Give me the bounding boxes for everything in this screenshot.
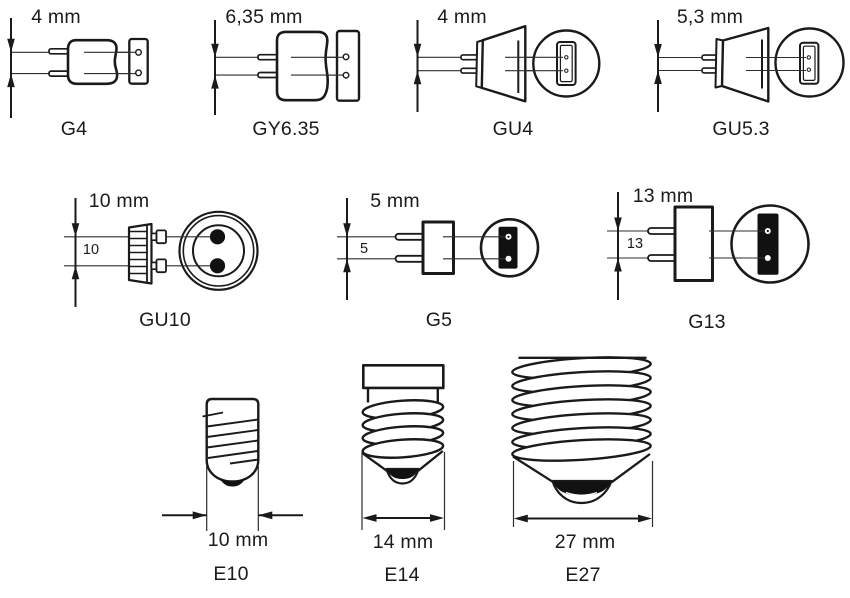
gu53-name-label: GU5.3 bbox=[712, 118, 770, 140]
e14-screw-thread bbox=[361, 438, 445, 459]
gy635-front-view bbox=[335, 29, 361, 102]
g4-base-body bbox=[66, 38, 119, 86]
gu4-dimension-arrows bbox=[413, 43, 422, 85]
gu53-dimension-arrows bbox=[654, 44, 662, 84]
g13-base-body bbox=[673, 205, 714, 282]
g13-dimension-arrows bbox=[614, 217, 622, 272]
e10-base-body bbox=[205, 397, 260, 483]
e10-dimension-label: 10 mm bbox=[207, 529, 269, 551]
gu10-name-label: GU10 bbox=[139, 309, 191, 331]
g4-name-label: G4 bbox=[60, 118, 88, 140]
e14-cap bbox=[361, 363, 445, 390]
e14-dimension-label: 14 mm bbox=[372, 531, 434, 553]
e10-dimension-arrows bbox=[192, 511, 273, 520]
g5-dimension-arrows bbox=[343, 223, 351, 273]
g5-name-label: G5 bbox=[425, 309, 453, 331]
gu10-dimension-arrows bbox=[71, 223, 80, 280]
g4-dimension-label: 4 mm bbox=[31, 6, 81, 28]
g5-drawing bbox=[337, 198, 540, 300]
e27-dimension-label: 27 mm bbox=[554, 531, 616, 553]
e10-screw-threads bbox=[202, 411, 259, 465]
gu53-drawing bbox=[654, 20, 845, 112]
gu4-drawing bbox=[413, 20, 601, 112]
g5-inner-dimension: 5 bbox=[359, 241, 369, 257]
gu53-dimension-label: 5,3 mm bbox=[676, 6, 744, 28]
e14-drawing bbox=[361, 363, 446, 530]
gy635-base-body bbox=[275, 30, 329, 102]
g5-base-body bbox=[421, 220, 455, 275]
e10-name-label: E10 bbox=[213, 563, 249, 585]
g13-name-label: G13 bbox=[688, 311, 726, 333]
gu10-ribs bbox=[129, 230, 147, 275]
gu10-lock-pin bbox=[155, 229, 167, 245]
g13-pin bbox=[647, 254, 678, 262]
gu4-reflector-cone bbox=[480, 25, 527, 103]
gy635-name-label: GY6.35 bbox=[252, 118, 320, 140]
g13-drawing bbox=[607, 192, 810, 300]
g4-drawing bbox=[7, 18, 149, 118]
gy635-dimension-arrows bbox=[211, 43, 219, 89]
gu10-front-view bbox=[178, 210, 259, 291]
g13-pin bbox=[647, 227, 678, 235]
e14-name-label: E14 bbox=[384, 564, 420, 586]
g5-pin bbox=[394, 254, 426, 263]
gu10-dimension-label: 10 mm bbox=[88, 190, 150, 212]
g4-dimension-arrows bbox=[7, 38, 15, 88]
gu4-name-label: GU4 bbox=[492, 118, 534, 140]
gu10-base-body bbox=[127, 222, 153, 285]
gy635-drawing bbox=[211, 20, 361, 115]
e10-drawing bbox=[162, 397, 303, 531]
g5-dimension-label: 5 mm bbox=[370, 190, 420, 212]
g4-front-view bbox=[128, 37, 149, 85]
e27-screw-thread bbox=[511, 438, 652, 462]
gu10-inner-dimension: 10 bbox=[82, 242, 100, 258]
e10-contact-tip bbox=[220, 478, 245, 487]
g5-pin bbox=[394, 232, 426, 241]
e27-drawing bbox=[511, 356, 654, 527]
gy635-dimension-label: 6,35 mm bbox=[225, 6, 303, 28]
gu4-dimension-label: 4 mm bbox=[437, 6, 487, 28]
e27-dimension-arrows bbox=[513, 514, 652, 523]
e27-name-label: E27 bbox=[565, 564, 601, 586]
gu10-drawing bbox=[64, 198, 259, 307]
gu53-reflector-cone bbox=[720, 26, 770, 103]
g13-inner-dimension: 13 bbox=[626, 236, 644, 252]
gu10-lock-pin bbox=[155, 258, 167, 274]
g13-dimension-label: 13 mm bbox=[632, 185, 694, 207]
